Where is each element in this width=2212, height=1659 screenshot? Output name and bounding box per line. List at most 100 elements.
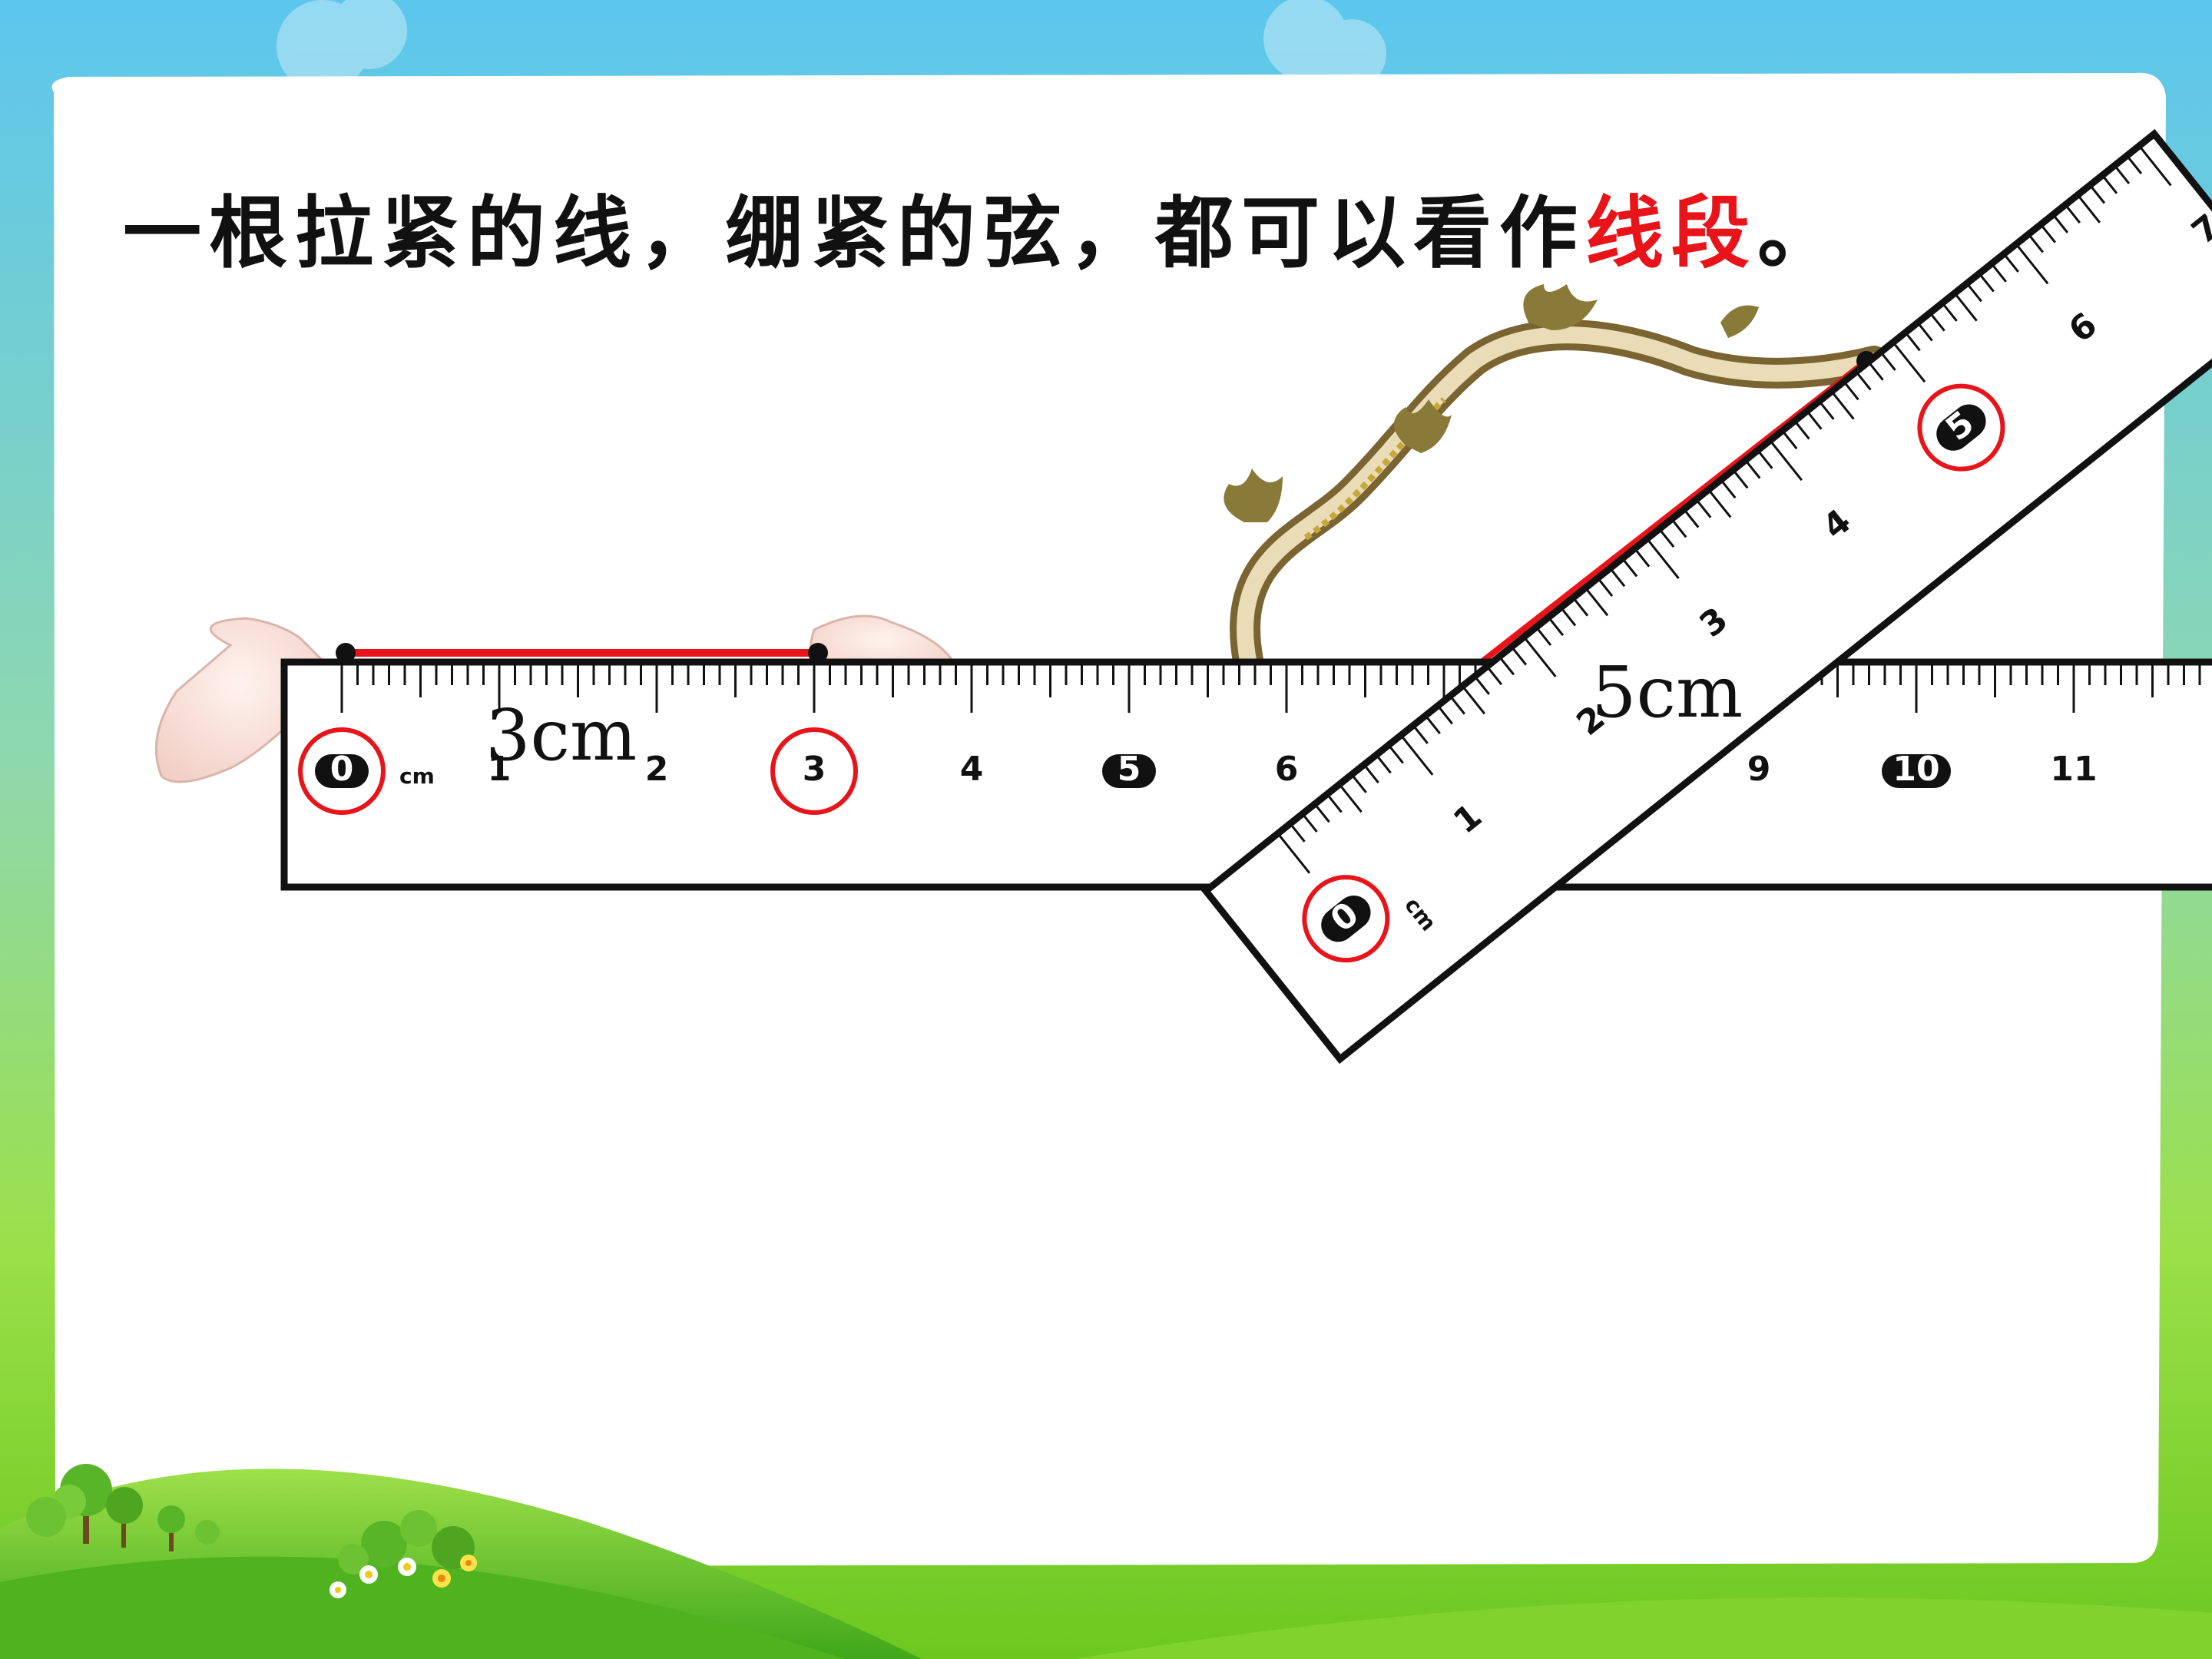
ruler-tick bbox=[1365, 766, 1379, 783]
ruler-tick bbox=[1475, 677, 1491, 695]
ruler-number-4: 4 bbox=[960, 750, 984, 789]
ruler-tick bbox=[1414, 727, 1429, 744]
bow-icon bbox=[1224, 284, 1889, 676]
ruler-tick bbox=[1770, 442, 1803, 482]
ruler-number-1: 1 bbox=[488, 750, 512, 789]
ruler-tick bbox=[1291, 825, 1306, 843]
ruler-number-label: 9 bbox=[1747, 750, 1771, 789]
ruler-tick bbox=[1439, 707, 1453, 725]
ruler-tick bbox=[1561, 609, 1577, 627]
circle-mark-3 bbox=[770, 727, 858, 815]
ruler-tick bbox=[2029, 236, 2044, 253]
ruler-number-label: 3 bbox=[803, 750, 826, 789]
sky-clouds bbox=[276, 0, 1386, 92]
ruler-tick bbox=[1340, 786, 1363, 813]
thread-endpoint-right bbox=[808, 643, 828, 663]
ruler-tick bbox=[2041, 226, 2056, 243]
circle-mark-5 bbox=[1917, 383, 2005, 472]
ruler-number-label: 6 bbox=[1275, 750, 1299, 789]
ruler-tick bbox=[1402, 737, 1434, 776]
ruler-tick bbox=[1906, 334, 1921, 352]
ruler-number-label: 0 bbox=[330, 750, 354, 789]
ruler-tick bbox=[1463, 687, 1485, 715]
ruler-number-badge bbox=[1882, 754, 1951, 788]
ruler-tick bbox=[1389, 747, 1404, 764]
string-length-label: 5cm bbox=[1591, 651, 1743, 733]
ruler-tick bbox=[1512, 648, 1528, 666]
ruler-tick bbox=[2103, 177, 2118, 194]
ruler-tick bbox=[1525, 638, 1557, 677]
ruler-tick bbox=[1647, 540, 1680, 579]
ruler-tick bbox=[2017, 245, 2049, 285]
ruler-number-label: 1 bbox=[488, 750, 512, 789]
ruler-tick bbox=[1857, 373, 1872, 391]
ruler-number-3: 3 bbox=[803, 750, 826, 789]
ruler-tick bbox=[1833, 392, 1855, 420]
ruler-tick bbox=[1709, 491, 1732, 518]
ruler-tick bbox=[1451, 697, 1465, 715]
ruler-tick bbox=[2078, 197, 2101, 224]
ruler-tick bbox=[1869, 363, 1884, 381]
ruler-tick bbox=[1820, 402, 1835, 420]
horizontal-ruler: 01234567891011 cm bbox=[280, 658, 2212, 891]
ruler-tick bbox=[1808, 412, 1823, 430]
ruler-tick bbox=[1882, 353, 1896, 371]
ruler-tick bbox=[1746, 462, 1761, 479]
ruler-tick bbox=[2128, 157, 2143, 175]
ruler-tick bbox=[1611, 570, 1626, 588]
ruler-tick bbox=[1955, 294, 1978, 322]
ruler-tick bbox=[1377, 757, 1392, 774]
ruler-tick bbox=[1980, 275, 1995, 293]
ruler-tick bbox=[1328, 796, 1343, 813]
ruler-tick bbox=[1537, 628, 1552, 646]
flower-icon bbox=[329, 1510, 477, 1598]
ruler-number-label: 2 bbox=[645, 750, 669, 789]
circled-marks bbox=[1302, 383, 2005, 963]
ruler-tick bbox=[1697, 501, 1712, 518]
ruler-tick bbox=[1721, 481, 1737, 499]
ruler-tick bbox=[1734, 472, 1749, 489]
ruler-tick bbox=[1623, 560, 1638, 578]
ruler-tick bbox=[1919, 324, 1933, 342]
ruler-tick bbox=[1894, 343, 1926, 383]
ruler-number-label: 5 bbox=[1118, 750, 1141, 789]
ruler-number-11: 11 bbox=[2050, 750, 2097, 789]
ruler-number-0: 0 bbox=[315, 750, 369, 789]
ruler-tick bbox=[2005, 255, 2019, 273]
ruler-ticks bbox=[1279, 147, 2172, 874]
ruler-tick bbox=[1660, 530, 1675, 548]
ruler-number-10: 10 bbox=[1882, 750, 1951, 789]
ruler-tick bbox=[1684, 511, 1700, 528]
ruler-number-6: 6 bbox=[1275, 750, 1299, 789]
ruler-tick bbox=[1968, 285, 1982, 303]
ruler-tick bbox=[1992, 265, 2007, 283]
thread-length-label: 3cm bbox=[485, 694, 637, 777]
ruler-tick bbox=[1500, 658, 1515, 676]
ruler-tick bbox=[1316, 805, 1330, 823]
title-highlight: 线段 bbox=[1585, 188, 1757, 280]
ruler-tick bbox=[1279, 835, 1311, 874]
ruler-tick bbox=[1672, 521, 1687, 538]
ruler-tick bbox=[1549, 618, 1565, 637]
ruler-tick bbox=[1303, 815, 1318, 833]
circle-mark-0 bbox=[298, 727, 386, 815]
ruler-number-badge bbox=[1936, 404, 1986, 451]
ruler-number-5: 5 bbox=[1102, 750, 1156, 789]
title-text: 一根拉紧的线，绷紧的弦，都可以看作 bbox=[123, 188, 1585, 280]
ruler-tick bbox=[2115, 167, 2131, 184]
tree-icon bbox=[26, 1464, 220, 1551]
ruler-unit-label: cm bbox=[399, 763, 435, 789]
page-title: 一根拉紧的线，绷紧的弦，都可以看作线段。 bbox=[123, 171, 1843, 283]
thread-endpoint-left bbox=[336, 643, 356, 663]
ruler-tick bbox=[2054, 216, 2069, 233]
ruler-tick bbox=[1635, 550, 1651, 568]
ruler-tick bbox=[2066, 206, 2081, 224]
ruler-number-badge bbox=[1321, 895, 1371, 942]
ruler-tick bbox=[1943, 304, 1958, 322]
ruler-tick bbox=[1426, 717, 1441, 735]
ruler-tick bbox=[1488, 667, 1503, 686]
ruler-number-2: 2 bbox=[645, 750, 669, 789]
ruler-tick bbox=[1586, 589, 1609, 617]
